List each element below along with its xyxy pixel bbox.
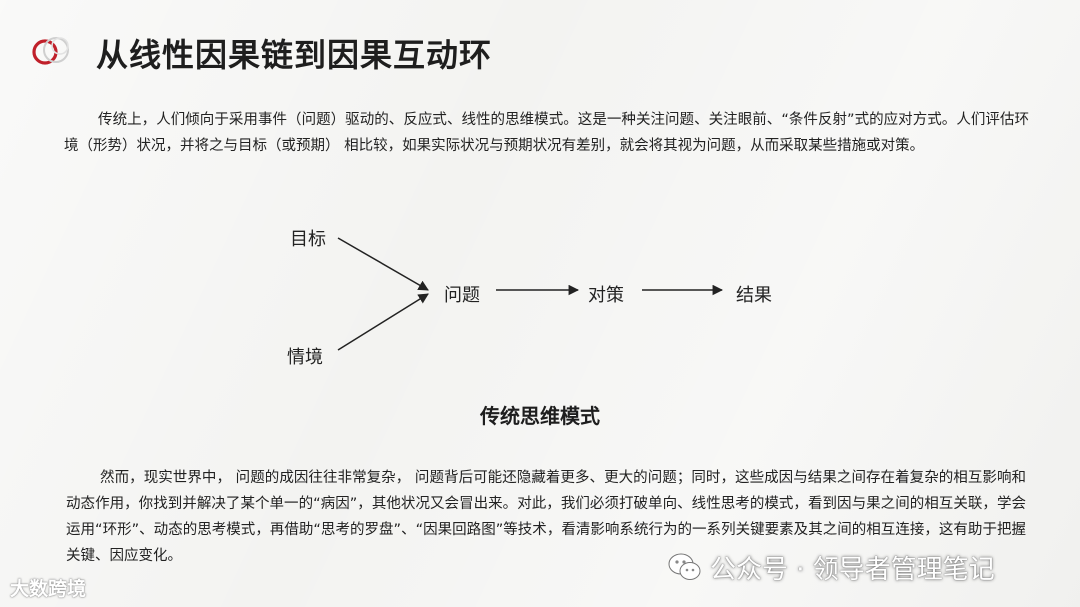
diagram-caption: 传统思维模式 (480, 404, 600, 428)
logo-rings-icon (32, 37, 69, 65)
arrow-situation-to-problem (337, 293, 429, 351)
watermark-right-text: 公众号 · 领导者管理笔记 (710, 554, 995, 585)
causal-chain-diagram (337, 237, 724, 351)
intro-paragraph-text: 传统上，人们倾向于采用事件（问题）驱动的、反应式、线性的思维模式。这是一种关注问… (64, 112, 1029, 154)
node-result: 结果 (736, 285, 772, 306)
watermark-right: 公众号 · 领导者管理笔记 (668, 550, 995, 585)
arrow-goal-to-problem (337, 237, 429, 291)
wechat-icon (668, 553, 701, 580)
node-goal: 目标 (290, 229, 326, 250)
second-paragraph-text: 然而，现实世界中， 问题的成因往往非常复杂， 问题背后可能还隐藏着更多、更大的问… (66, 470, 1026, 564)
node-problem: 问题 (444, 285, 480, 306)
second-paragraph: 然而，现实世界中， 问题的成因往往非常复杂， 问题背后可能还隐藏着更多、更大的问… (66, 465, 1026, 569)
node-situation: 情境 (287, 347, 323, 368)
page-title: 从线性因果链到因果互动环 (96, 36, 493, 74)
watermark-left: 大数跨境 (10, 578, 87, 600)
node-measure: 对策 (588, 285, 624, 306)
intro-paragraph: 传统上，人们倾向于采用事件（问题）驱动的、反应式、线性的思维模式。这是一种关注问… (64, 107, 1029, 159)
